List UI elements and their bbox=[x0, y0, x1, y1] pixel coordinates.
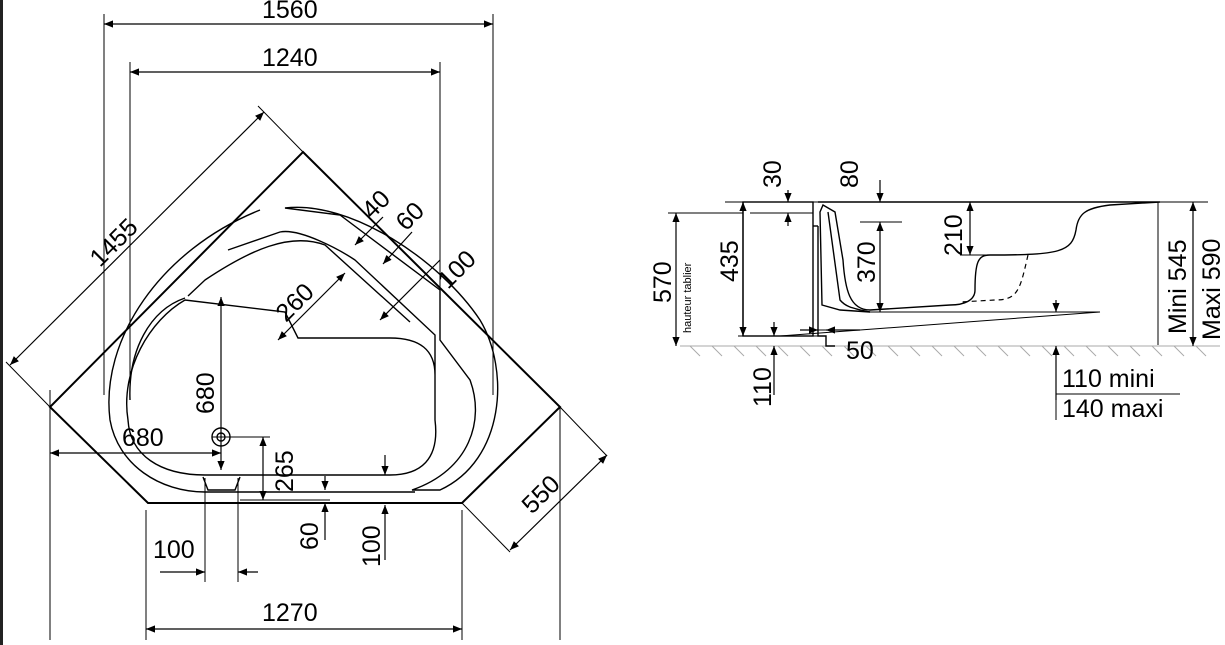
label-265: 265 bbox=[271, 450, 299, 492]
seat-dashed bbox=[959, 254, 1029, 303]
bath-section bbox=[818, 201, 1161, 313]
label-40: 40 bbox=[356, 185, 395, 224]
label-feet-max: 140 maxi bbox=[1062, 395, 1163, 423]
bath-inner-edge bbox=[129, 297, 186, 401]
label-550: 550 bbox=[516, 470, 565, 519]
label-total-max: Maxi 590 bbox=[1198, 239, 1225, 340]
apron-panel bbox=[742, 201, 814, 337]
frame-edge bbox=[0, 0, 3, 645]
label-100-drain: 100 bbox=[153, 536, 195, 564]
label-680-v: 680 bbox=[192, 372, 220, 414]
plan-view: 1560 1240 1455 40 60 100 260 680 680 265… bbox=[5, 0, 608, 640]
label-260: 260 bbox=[270, 278, 319, 327]
label-feet-min: 110 mini bbox=[1062, 365, 1155, 393]
dim-line-100 bbox=[379, 259, 441, 321]
label-50: 50 bbox=[846, 337, 874, 365]
section-view: 30 80 570 hauteur tablier 435 370 210 50… bbox=[649, 160, 1225, 423]
bath-rim bbox=[284, 206, 499, 491]
label-110: 110 bbox=[749, 367, 777, 407]
label-80: 80 bbox=[836, 160, 864, 188]
label-100-bottom: 100 bbox=[358, 525, 386, 567]
label-435: 435 bbox=[716, 240, 744, 282]
label-60-bottom: 60 bbox=[296, 522, 324, 550]
label-1560: 1560 bbox=[262, 0, 318, 24]
dim-line-260 bbox=[277, 272, 346, 341]
label-1240: 1240 bbox=[262, 44, 318, 72]
front-notch bbox=[202, 476, 241, 491]
dim-line-40 bbox=[354, 216, 384, 246]
label-1270: 1270 bbox=[262, 599, 318, 627]
label-60: 60 bbox=[390, 197, 429, 236]
bath-basin bbox=[126, 230, 437, 476]
label-apron-height: hauteur tablier bbox=[682, 262, 694, 333]
label-210: 210 bbox=[940, 214, 968, 256]
label-370: 370 bbox=[853, 241, 881, 283]
floor-hatch bbox=[680, 345, 1220, 357]
label-1455: 1455 bbox=[84, 213, 143, 272]
dim-line-550 bbox=[509, 454, 608, 551]
label-30: 30 bbox=[759, 160, 787, 188]
dim-line-60 bbox=[382, 231, 413, 265]
label-total-min: Mini 545 bbox=[1164, 240, 1192, 335]
label-680-h: 680 bbox=[122, 424, 164, 452]
dim-line-1455 bbox=[9, 111, 265, 366]
label-570: 570 bbox=[649, 261, 677, 303]
